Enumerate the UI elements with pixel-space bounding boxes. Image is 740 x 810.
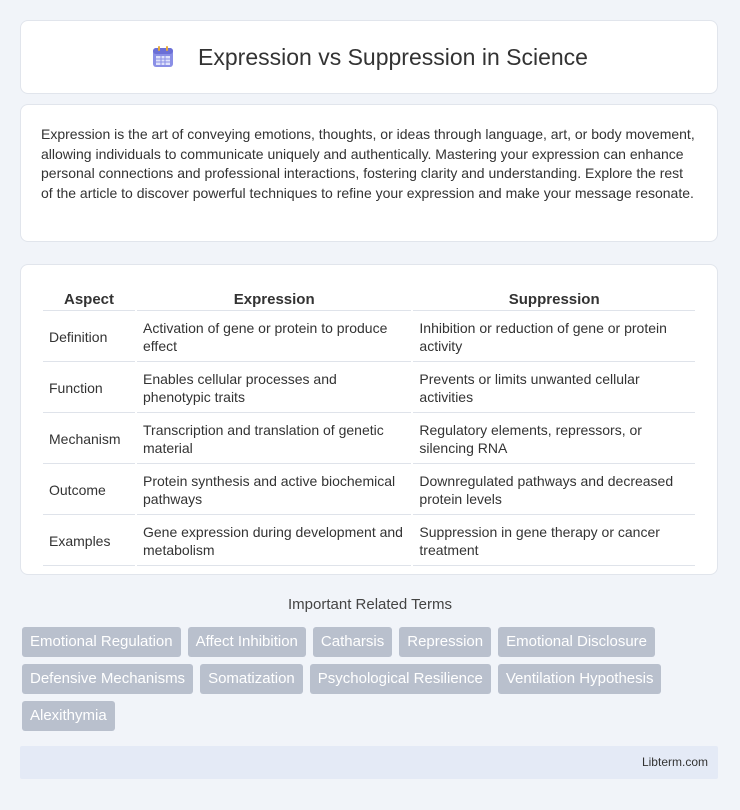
intro-text: Expression is the art of conveying emoti… <box>41 126 695 201</box>
table-row: Outcome Protein synthesis and active bio… <box>43 466 695 515</box>
related-term-tag[interactable]: Affect Inhibition <box>187 627 306 657</box>
related-terms-title: Important Related Terms <box>288 596 452 613</box>
table-cell-suppression: Downregulated pathways and decreased pro… <box>413 466 695 515</box>
table-cell-aspect: Definition <box>43 313 135 362</box>
table-cell-expression: Activation of gene or protein to produce… <box>137 313 412 362</box>
table-cell-suppression: Regulatory elements, repressors, or sile… <box>413 415 695 464</box>
table-cell-expression: Protein synthesis and active biochemical… <box>137 466 412 515</box>
page-title: Expression vs Suppression in Science <box>198 43 588 70</box>
table-cell-expression: Gene expression during development and m… <box>137 517 412 566</box>
table-row: Examples Gene expression during developm… <box>43 517 695 566</box>
intro-card: Expression is the art of conveying emoti… <box>20 104 718 242</box>
table-cell-expression: Transcription and translation of genetic… <box>137 415 412 464</box>
related-term-tag[interactable]: Somatization <box>200 664 303 694</box>
related-term-tag[interactable]: Psychological Resilience <box>309 664 491 694</box>
header-card: Expression vs Suppression in Science <box>20 20 718 94</box>
table-cell-expression: Enables cellular processes and phenotypi… <box>137 364 412 413</box>
column-header-expression: Expression <box>137 287 412 311</box>
related-term-tag[interactable]: Catharsis <box>312 627 393 657</box>
related-term-tag[interactable]: Defensive Mechanisms <box>22 664 194 694</box>
comparison-table: Aspect Expression Suppression Definition… <box>41 285 697 568</box>
comparison-table-card: Aspect Expression Suppression Definition… <box>20 264 718 575</box>
table-cell-suppression: Prevents or limits unwanted cellular act… <box>413 364 695 413</box>
related-term-tag[interactable]: Emotional Regulation <box>22 627 181 657</box>
footer: Libterm.com <box>20 746 718 779</box>
column-header-aspect: Aspect <box>43 287 135 311</box>
table-cell-suppression: Inhibition or reduction of gene or prote… <box>413 313 695 362</box>
table-cell-suppression: Suppression in gene therapy or cancer tr… <box>413 517 695 566</box>
table-header-row: Aspect Expression Suppression <box>43 287 695 311</box>
table-row: Definition Activation of gene or protein… <box>43 313 695 362</box>
table-cell-aspect: Function <box>43 364 135 413</box>
table-cell-aspect: Examples <box>43 517 135 566</box>
calendar-icon <box>153 46 174 67</box>
related-term-tag[interactable]: Ventilation Hypothesis <box>497 664 662 694</box>
related-terms-list: Emotional Regulation Affect Inhibition C… <box>22 627 722 731</box>
table-row: Function Enables cellular processes and … <box>43 364 695 413</box>
related-term-tag[interactable]: Emotional Disclosure <box>498 627 656 657</box>
footer-site-link[interactable]: Libterm.com <box>641 755 708 769</box>
table-row: Mechanism Transcription and translation … <box>43 415 695 464</box>
table-cell-aspect: Outcome <box>43 466 135 515</box>
related-term-tag[interactable]: Repression <box>399 627 492 657</box>
column-header-suppression: Suppression <box>413 287 695 311</box>
table-cell-aspect: Mechanism <box>43 415 135 464</box>
related-term-tag[interactable]: Alexithymia <box>22 701 115 731</box>
